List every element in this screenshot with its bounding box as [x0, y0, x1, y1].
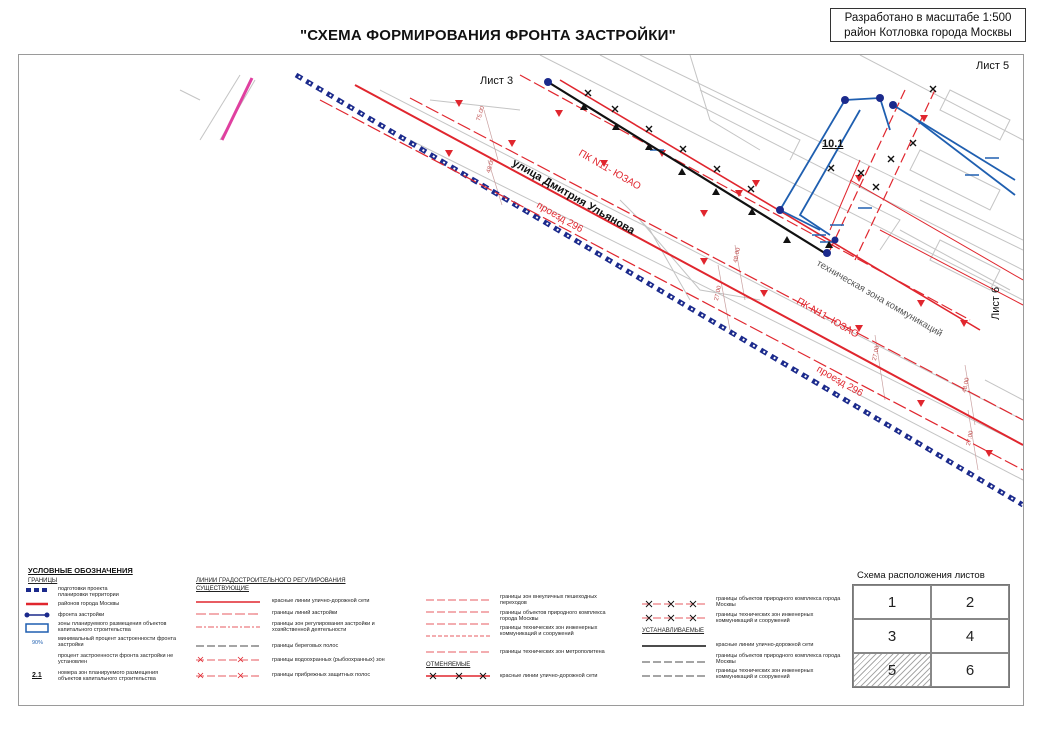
legend-group-existing: СУЩЕСТВУЮЩИЕ — [196, 586, 249, 592]
frontage-line — [547, 81, 829, 256]
legend-item: границы зон регулирования застройки и хо… — [272, 621, 375, 634]
sheet-scheme-title: Схема расположения листов — [857, 570, 985, 581]
scale-box: Разработано в масштабе 1:500 район Котло… — [830, 8, 1026, 42]
sheet-scheme: 1 2 3 4 5 6 — [852, 584, 1010, 688]
legend-item: границы водоохранных (рыбоохранных) зон — [272, 657, 385, 663]
legend-item: границы линий застройки — [272, 610, 338, 616]
legend-item: границы береговых полос — [272, 643, 339, 649]
legend-group-established: УСТАНАВЛИВАЕМЫЕ — [642, 628, 705, 634]
sheet-cell-2[interactable]: 2 — [931, 585, 1009, 619]
legend-item: красные линии улично-дорожной сети — [500, 673, 598, 679]
scale-line-2: район Котловка города Москвы — [844, 27, 1012, 39]
legend-title: УСЛОВНЫЕ ОБОЗНАЧЕНИЯ — [28, 566, 133, 575]
sheet-label-left: Лист 3 — [480, 75, 514, 87]
legend-item: минимальный процент застроенности фронта… — [58, 636, 177, 649]
base-map — [179, 55, 1023, 481]
legend-item: красные линии улично-дорожной сети — [272, 598, 370, 604]
legend-sample-number: 2.1 — [32, 672, 42, 679]
legend-group-cancelled: ОТМЕНЯЕМЫЕ — [426, 662, 471, 668]
legend-item: подготовки проекта планировки территории — [58, 586, 119, 599]
legend-item: номера зон планируемого размещения объек… — [58, 670, 159, 683]
district-border — [220, 77, 254, 141]
frontage-triangles — [580, 103, 833, 248]
legend-group-borders: ГРАНИЦЫ — [28, 578, 58, 584]
legend-item: границы объектов природного комплекса го… — [716, 596, 841, 609]
legend-item: границы технических зон инженерных комму… — [716, 612, 814, 625]
scale-line-1: Разработано в масштабе 1:500 — [844, 12, 1012, 24]
map-frame — [18, 54, 1024, 706]
sheet-label-top-right: Лист 5 — [976, 60, 1010, 72]
sheet-cell-6[interactable]: 6 — [931, 653, 1009, 687]
legend-item: красные линии улично-дорожной сети — [716, 642, 814, 648]
sheet-cell-4[interactable]: 4 — [931, 619, 1009, 653]
sheet-cell-5-active[interactable]: 5 — [853, 653, 931, 687]
legend-item: границы объектов природного комплекса го… — [500, 610, 606, 623]
legend-item: границы технических зон инженерных комму… — [500, 625, 598, 638]
legend-item: зоны планируемого размещения объектов ка… — [58, 621, 167, 634]
legend-item: границы объектов природного комплекса го… — [716, 653, 841, 666]
legend-group-lines: ЛИНИИ ГРАДОСТРОИТЕЛЬНОГО РЕГУЛИРОВАНИЯ — [196, 578, 346, 584]
legend-item: границы зон внеуличных пешеходных перехо… — [500, 594, 597, 607]
legend-item: процент застроенности фронта застройки н… — [58, 653, 174, 666]
zone-ticks — [650, 149, 999, 243]
zone-boundaries — [779, 97, 1016, 236]
legend-sample-percent: 90% — [32, 640, 44, 646]
legend-item: границы прибрежных защитных полос — [272, 672, 371, 678]
dimension-lines — [483, 109, 979, 471]
sheet-cell-3[interactable]: 3 — [853, 619, 931, 653]
project-boundary — [294, 72, 1023, 508]
legend-item: районов города Москвы — [58, 601, 120, 607]
red-lines — [319, 74, 1023, 471]
zone-number: 10.1 — [822, 138, 844, 150]
sheet-cell-1[interactable]: 1 — [853, 585, 931, 619]
cancelled-crosses — [584, 85, 937, 193]
legend-item: границы технических зон инженерных комму… — [716, 668, 814, 681]
map-title: "СХЕМА ФОРМИРОВАНИЯ ФРОНТА ЗАСТРОЙКИ" — [300, 27, 676, 44]
frontage-nodes — [544, 78, 897, 257]
legend-item: фронта застройки — [58, 612, 105, 618]
legend-item: границы технических зон метрополитена — [500, 649, 605, 655]
